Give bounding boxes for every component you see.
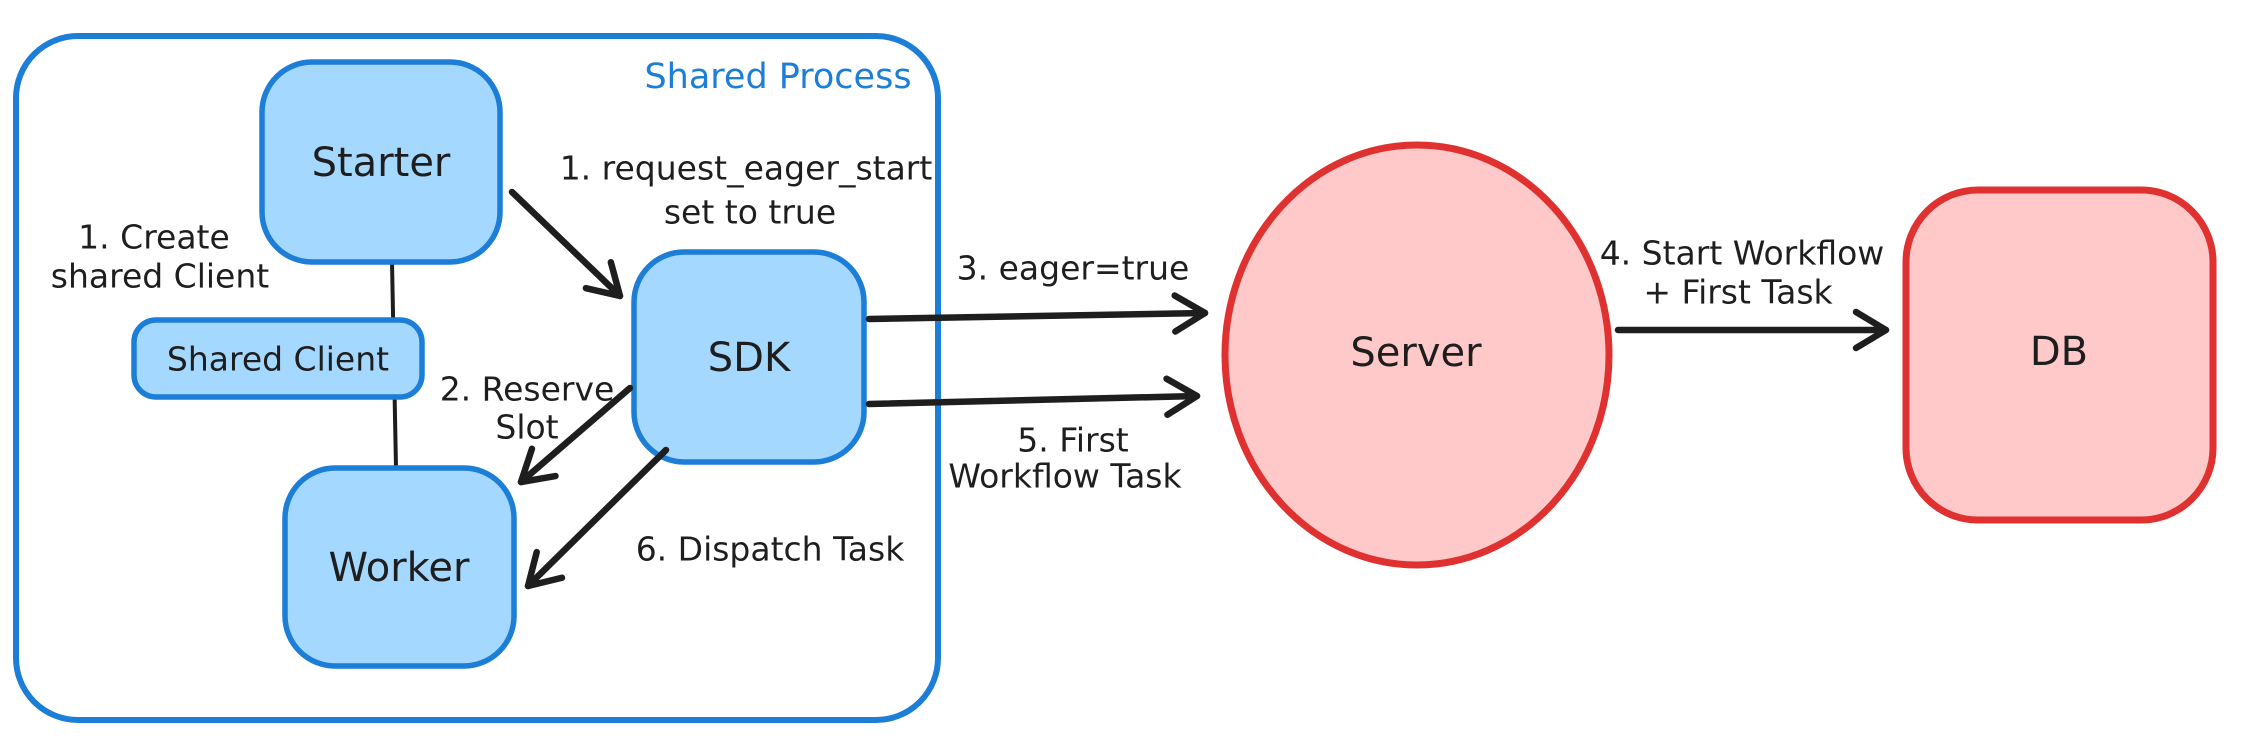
- arrow-eager-true: [865, 292, 1209, 335]
- annotation-start-workflow-line2: + First Task: [1643, 273, 1833, 312]
- annotation-eager-true: 3. eager=true: [957, 249, 1190, 288]
- shared-process-label: Shared Process: [644, 57, 911, 97]
- annotation-reserve-slot-line2: Slot: [495, 408, 558, 447]
- annotation-dispatch-task: 6. Dispatch Task: [636, 530, 906, 569]
- starter-label: Starter: [312, 140, 451, 186]
- arrow-dispatch-task: [524, 446, 670, 590]
- annotation-first-workflow-task-line1: 5. First: [1017, 421, 1128, 460]
- sdk-node: [631, 249, 867, 465]
- annotation-reserve-slot-line1: 2. Reserve: [440, 370, 615, 409]
- arrow-reserve-slot: [517, 384, 634, 486]
- starter-node: [259, 59, 503, 265]
- annotation-start-workflow-line1: 4. Start Workflow: [1600, 234, 1885, 273]
- annotation-request-eager-start-line1: 1. request_eager_start: [560, 149, 933, 188]
- shared-client-node: [131, 317, 425, 400]
- arrow-request-eager-start: [508, 188, 624, 300]
- server-label: Server: [1350, 330, 1482, 376]
- annotation-request-eager-start-line2: set to true: [664, 193, 836, 232]
- shared-process-container: [13, 33, 941, 723]
- annotation-create-shared-client-line1: 1. Create: [78, 218, 230, 257]
- arrow-first-workflow-task: [865, 375, 1201, 418]
- worker-label: Worker: [329, 545, 470, 591]
- annotation-first-workflow-task-line2: Workflow Task: [948, 457, 1182, 496]
- db-label: DB: [2030, 329, 2088, 375]
- server-node: [1221, 141, 1613, 569]
- sdk-label: SDK: [708, 335, 792, 381]
- db-node: [1902, 186, 2217, 524]
- shared-client-label: Shared Client: [167, 340, 389, 379]
- worker-node: [282, 465, 517, 669]
- annotation-create-shared-client-line2: shared Client: [51, 257, 270, 296]
